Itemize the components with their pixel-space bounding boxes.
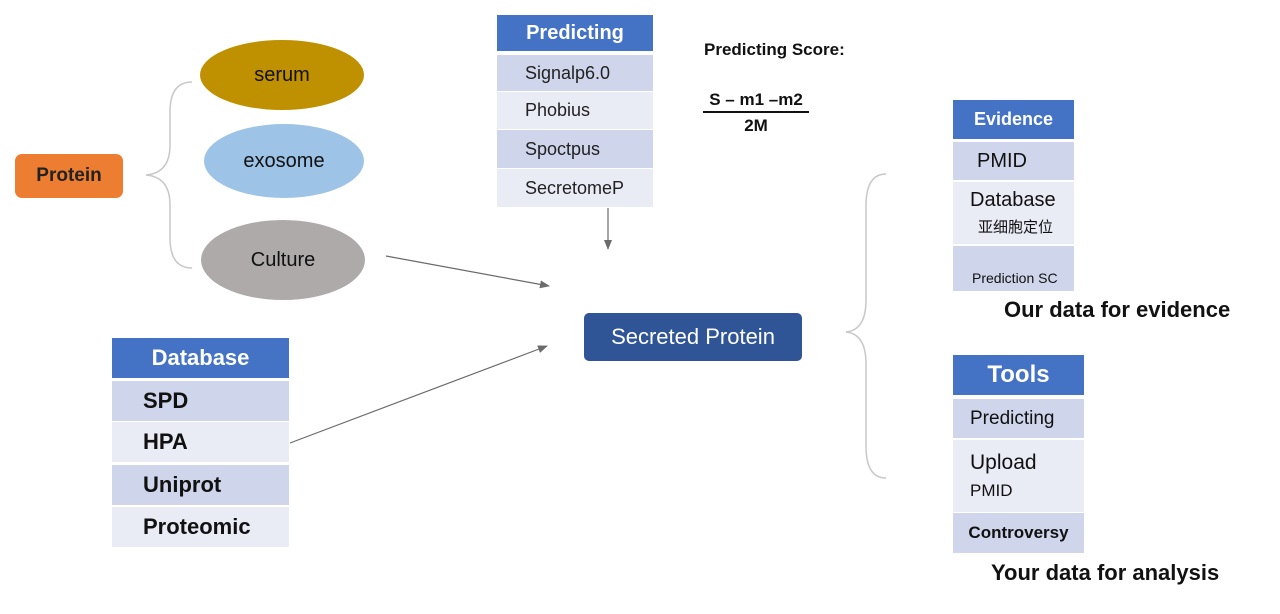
evidence-row-database: Database 亚细胞定位 xyxy=(953,182,1074,244)
database-row-label: HPA xyxy=(143,429,188,454)
output-brace xyxy=(845,173,887,479)
database-row: Uniprot xyxy=(112,465,289,505)
tools-row-upload: Upload PMID xyxy=(953,440,1084,512)
evidence-caption: Our data for evidence xyxy=(1004,297,1231,322)
secreted-protein-label: Secreted Protein xyxy=(611,324,775,349)
tools-header-label: Tools xyxy=(987,361,1050,388)
predicting-header-label: Predicting xyxy=(526,21,624,44)
culture-label: Culture xyxy=(250,248,316,271)
database-arrow xyxy=(289,345,548,444)
database-row: SPD xyxy=(112,381,289,421)
database-table-header: Database xyxy=(112,338,289,378)
tools-row-controversy: Controversy xyxy=(953,513,1084,553)
predicting-row: Spoctpus xyxy=(497,130,653,168)
evidence-row-pmid: PMID xyxy=(953,142,1074,180)
culture-arrow xyxy=(385,255,550,289)
database-row: Proteomic xyxy=(112,507,289,547)
score-title: Predicting Score: xyxy=(704,40,845,59)
score-denominator: 2M xyxy=(744,116,768,135)
database-row-label: Proteomic xyxy=(143,514,251,539)
predicting-row-label: SecretomeP xyxy=(525,177,625,198)
evidence-row-prediction: Prediction SC xyxy=(953,246,1074,291)
serum-label: serum xyxy=(254,63,310,86)
tools-table-header: Tools xyxy=(953,355,1084,395)
predicting-table-header: Predicting xyxy=(497,15,653,51)
tools-upload-label: Upload xyxy=(970,451,1037,474)
predicting-row-label: Phobius xyxy=(525,100,591,120)
database-header-label: Database xyxy=(151,345,250,370)
database-row-label: SPD xyxy=(143,388,189,413)
protein-label: Protein xyxy=(36,165,102,186)
evidence-pmid-label: PMID xyxy=(977,149,1027,172)
protein-box: Protein xyxy=(15,154,123,198)
tools-row-predicting: Predicting xyxy=(953,399,1084,438)
predicting-row: Signalp6.0 xyxy=(497,55,653,91)
predicting-row: SecretomeP xyxy=(497,169,653,207)
predicting-row-label: Spoctpus xyxy=(525,138,601,159)
evidence-database-label: Database xyxy=(970,189,1056,211)
tools-predicting-label: Predicting xyxy=(970,407,1055,429)
database-row-label: Uniprot xyxy=(143,472,222,497)
serum-ellipse: serum xyxy=(200,40,364,110)
tools-upload-sublabel: PMID xyxy=(970,481,1013,500)
exosome-ellipse: exosome xyxy=(204,124,364,198)
secreted-protein-box: Secreted Protein xyxy=(584,313,802,361)
score-numerator: S – m1 –m2 xyxy=(703,90,809,113)
exosome-label: exosome xyxy=(243,149,325,172)
evidence-table-header: Evidence xyxy=(953,100,1074,139)
evidence-header-label: Evidence xyxy=(973,109,1054,129)
source-brace xyxy=(145,81,193,269)
evidence-prediction-label: Prediction SC xyxy=(972,270,1058,286)
tools-controversy-label: Controversy xyxy=(968,523,1069,542)
predicting-row: Phobius xyxy=(497,92,653,129)
database-row: HPA xyxy=(112,422,289,462)
culture-ellipse: Culture xyxy=(201,220,365,300)
predicting-row-label: Signalp6.0 xyxy=(525,62,611,83)
tools-caption: Your data for analysis xyxy=(991,560,1220,585)
evidence-database-sublabel: 亚细胞定位 xyxy=(978,219,1054,236)
